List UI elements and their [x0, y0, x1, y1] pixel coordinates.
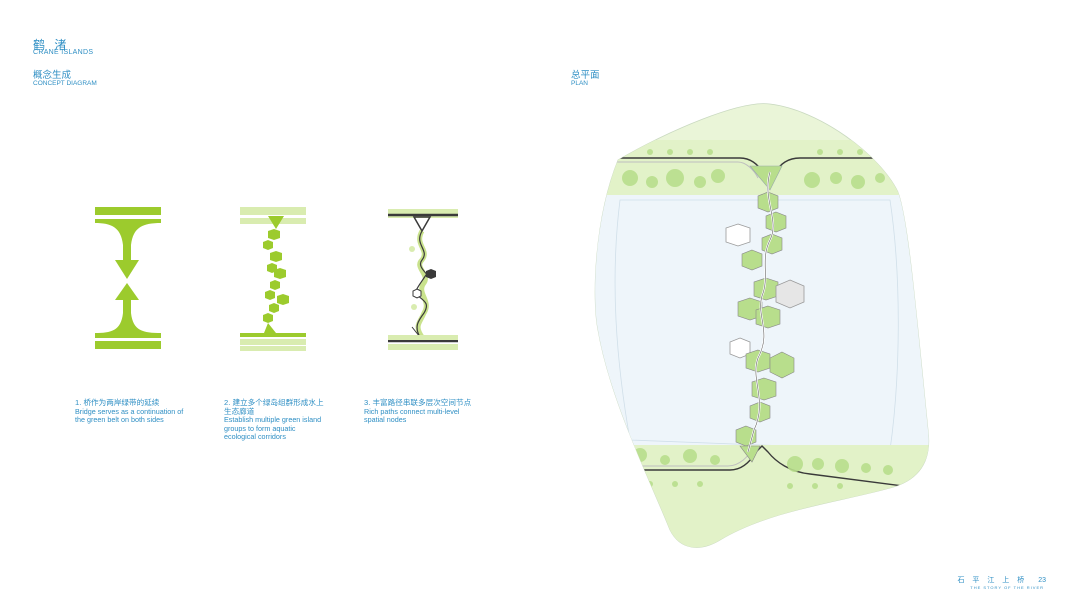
page-number: 23	[1038, 577, 1046, 584]
concept-diagram-1	[95, 207, 161, 349]
page-title-en: CRANE ISLANDS	[33, 49, 94, 56]
footer-book-title: 石 平 江 上 桥 23	[957, 575, 1046, 585]
step-2-title: 2. 建立多个绿岛组群形成水上生态廊道	[224, 398, 324, 416]
plan-label-en: PLAN	[571, 80, 588, 87]
footer-book-en: THE STORY OF THE RIVER	[970, 585, 1044, 590]
footer-book-cn: 石 平 江 上 桥	[957, 577, 1028, 584]
concept-step-3: 3. 丰富路径串联多层次空间节点 Rich paths connect mult…	[364, 398, 479, 425]
step-3-title: 3. 丰富路径串联多层次空间节点	[364, 398, 472, 407]
plan-label: 总平面	[571, 70, 600, 81]
concept-diagram-3	[388, 209, 458, 350]
site-plan	[594, 103, 930, 548]
step-2-desc: Establish multiple green island groups t…	[224, 415, 322, 442]
concept-label: 概念生成	[33, 70, 72, 81]
step-1-desc: Bridge serves as a continuation of the g…	[75, 406, 184, 425]
page-title: 鹤 渚	[33, 38, 70, 52]
island-chain	[725, 165, 805, 463]
concept-step-2: 2. 建立多个绿岛组群形成水上生态廊道 Establish multiple g…	[224, 398, 324, 442]
concept-step-1: 1. 桥作为两岸绿带的延续 Bridge serves as a continu…	[75, 398, 190, 425]
concept-diagram-2	[240, 207, 306, 351]
step-3-desc: Rich paths connect multi-level spatial n…	[364, 406, 460, 425]
concept-label-en: CONCEPT DIAGRAM	[33, 80, 97, 87]
step-1-title: 1. 桥作为两岸绿带的延续	[75, 398, 160, 407]
